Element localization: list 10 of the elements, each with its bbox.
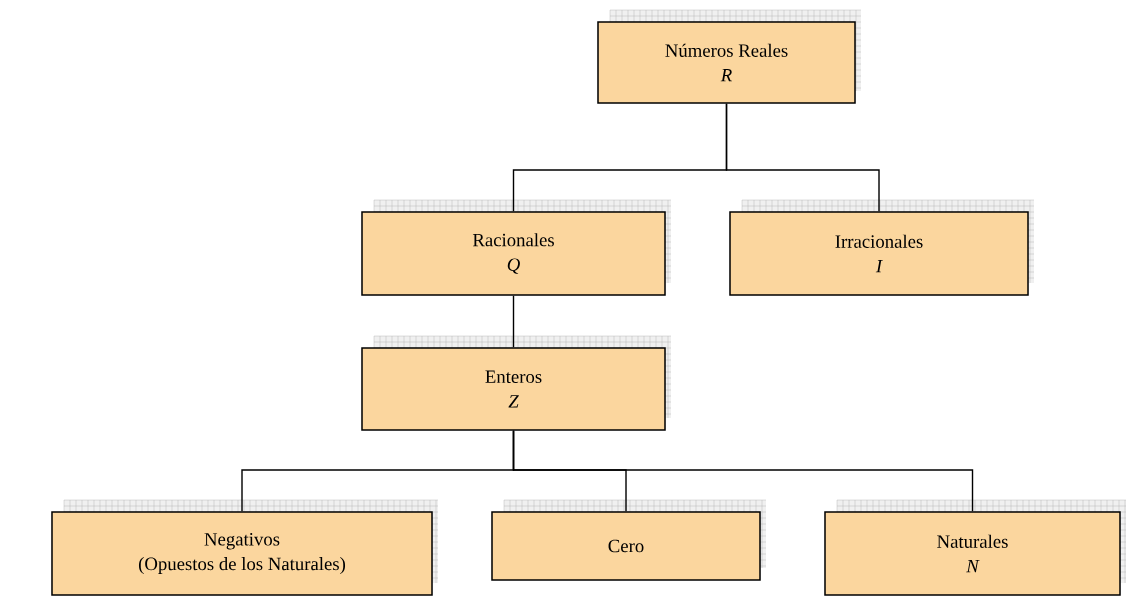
category-box: Enteros Z (361, 335, 672, 431)
connector-line (512, 295, 515, 348)
category-box: Racionales Q (361, 199, 672, 296)
category-box: Naturales N (824, 499, 1127, 596)
category-box: Números Reales R (597, 9, 862, 104)
connector-line (725, 103, 880, 212)
category-box: Cero (491, 499, 767, 581)
category-box: Irracionales I (729, 199, 1035, 296)
connector-line (512, 430, 974, 512)
category-box: Negativos (Opuestos de los Naturales) (51, 499, 439, 596)
